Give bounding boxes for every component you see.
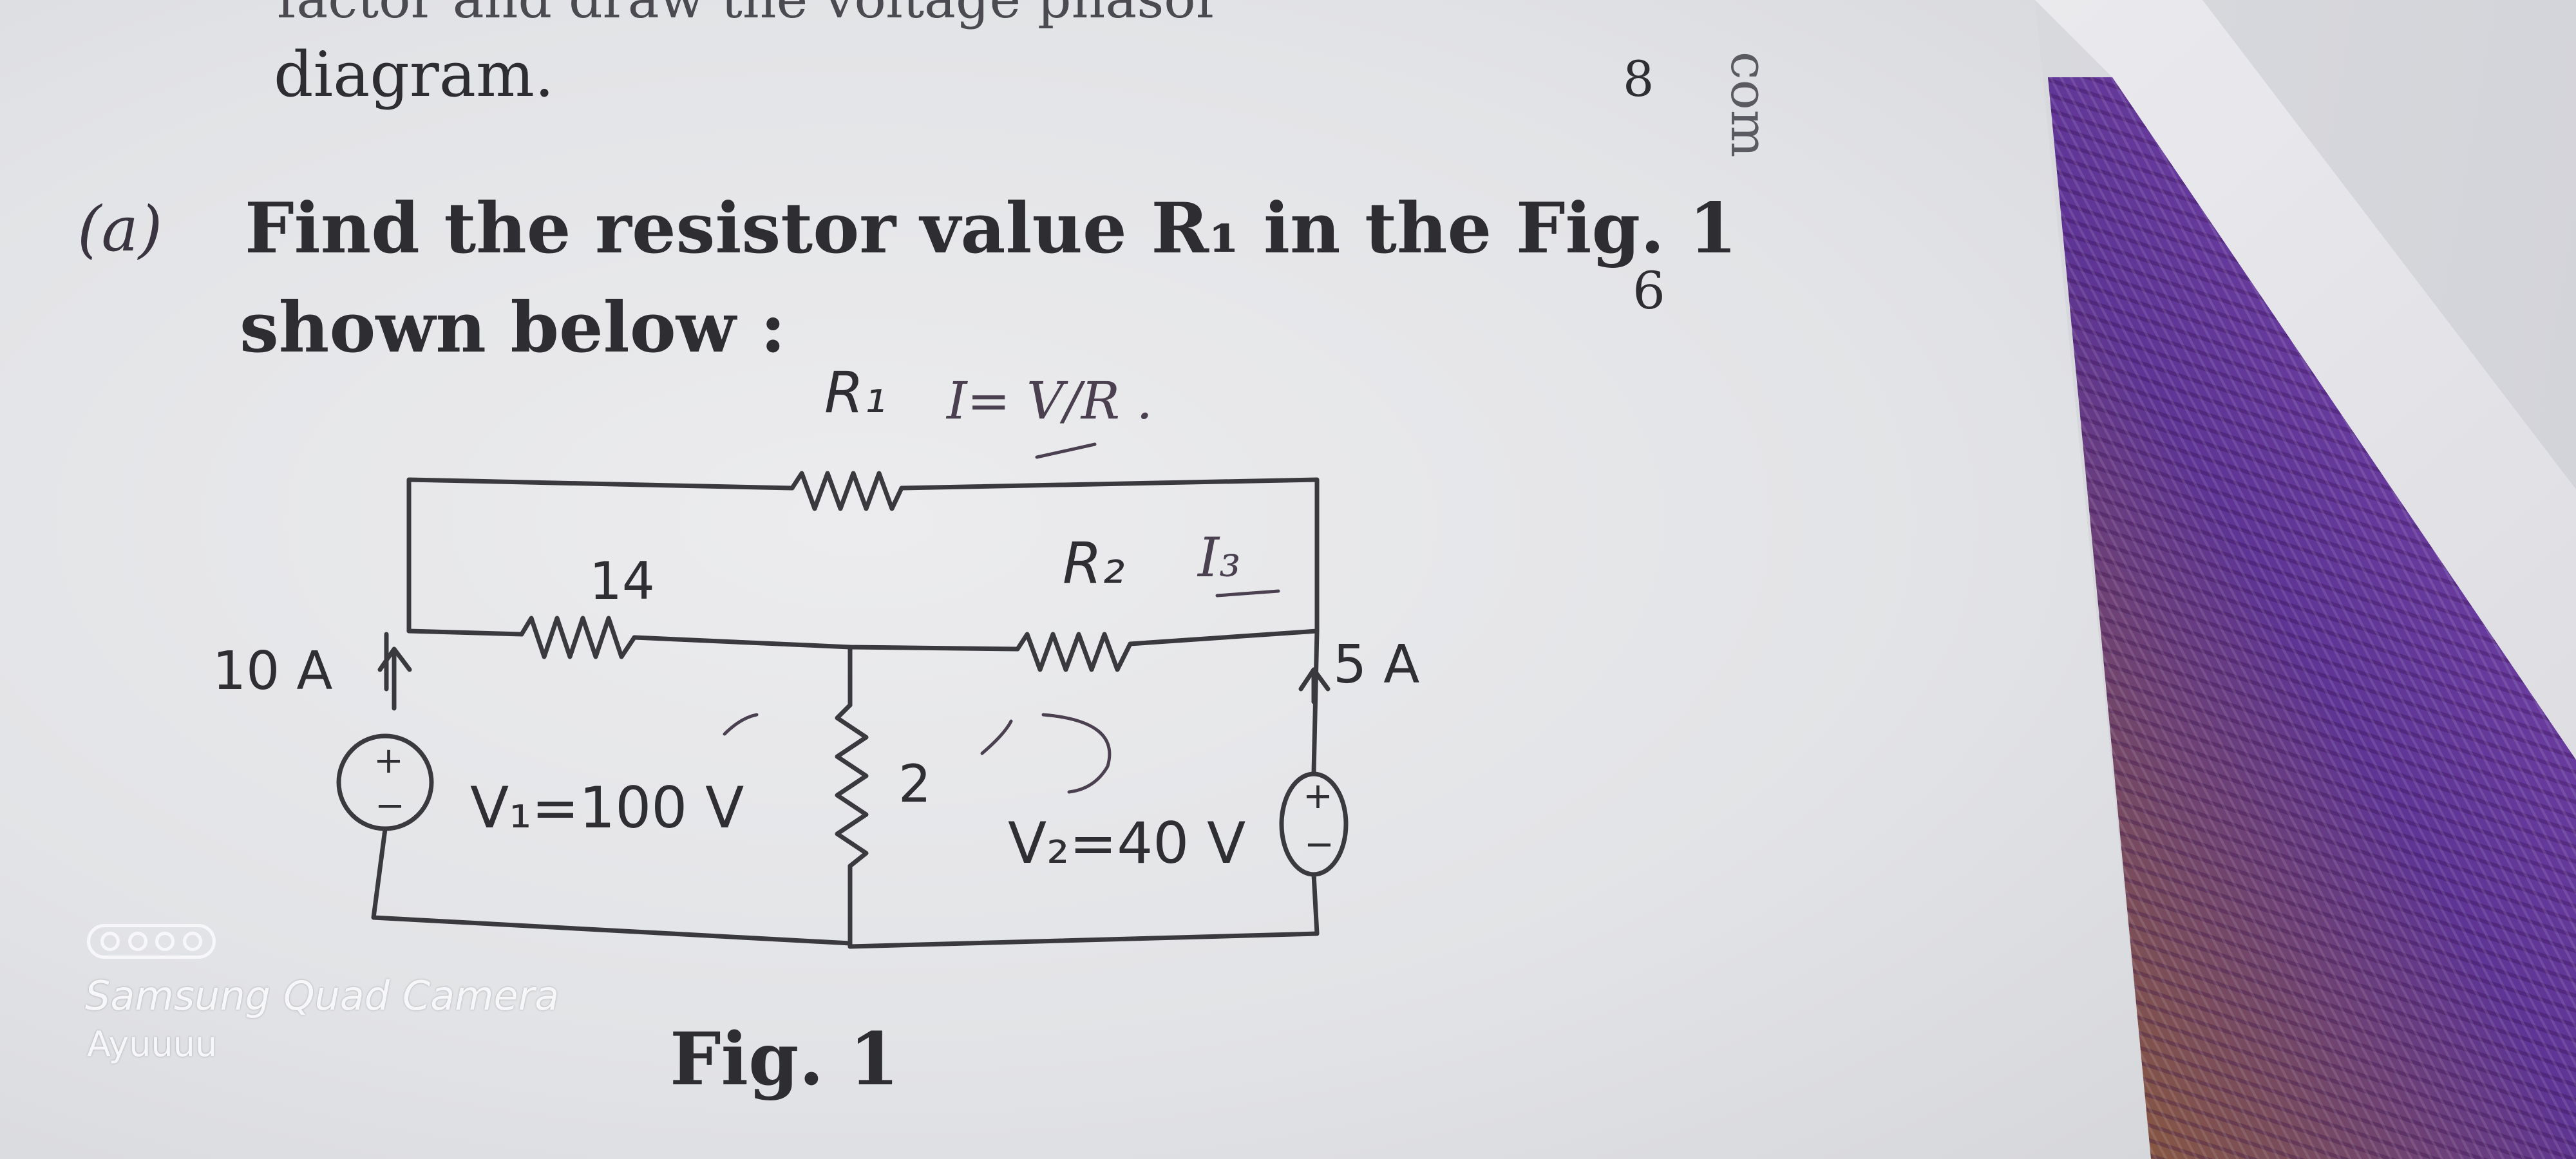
- camera-lens-icon: [87, 924, 216, 959]
- hand-scribble-2: [980, 713, 1112, 794]
- hand-scribble-1: [723, 713, 759, 736]
- resistor-r2: [1015, 632, 1133, 672]
- arrow-10a: [377, 646, 412, 711]
- label-v1: V₁=100 V: [470, 775, 744, 841]
- question-marker: (a): [77, 193, 163, 265]
- resistor-2ohm: [835, 702, 869, 869]
- question-line-2: shown below :: [240, 287, 786, 368]
- v1-minus: −: [375, 785, 405, 827]
- resistor-r1: [790, 471, 904, 511]
- label-14: 14: [589, 551, 655, 611]
- paper-sheet: [0, 0, 2151, 1159]
- hand-underline-i3: [1215, 589, 1280, 598]
- wire-right-lower: [848, 872, 1320, 949]
- wire-middle-left: [406, 628, 524, 637]
- hand-ohm-law: I= V/R .: [945, 371, 1153, 431]
- label-v2: V₂=40 V: [1008, 810, 1245, 876]
- v1-plus: +: [374, 740, 404, 782]
- cut-off-top-line: factor and draw the voltage phasor: [277, 0, 1221, 30]
- wire-top-right: [899, 477, 1320, 634]
- wire-left-lower: [371, 827, 853, 946]
- label-10a: 10 A: [213, 641, 333, 702]
- hand-underline-ohm: [1035, 442, 1097, 459]
- wire-middle: [632, 635, 1020, 652]
- hand-i3: I₃: [1197, 526, 1241, 589]
- arrow-5a: [1298, 667, 1331, 704]
- watermark-camera: Samsung Quad Camera: [85, 972, 560, 1019]
- watermark-user: Ayuuuu: [87, 1024, 218, 1064]
- question-line-1: Find the resistor value R₁ in the Fig. 1: [245, 188, 1738, 269]
- marks-value: 6: [1633, 261, 1665, 321]
- previous-question-end: diagram.: [274, 39, 554, 111]
- v2-plus: +: [1303, 775, 1333, 817]
- wire-middle-right: [1128, 628, 1320, 646]
- marks-previous: 8: [1623, 50, 1654, 108]
- resistor-14: [519, 616, 637, 659]
- figure-caption: Fig. 1: [670, 1017, 900, 1102]
- label-r2: R₂: [1063, 530, 1124, 596]
- label-2ohm: 2: [898, 754, 931, 814]
- label-r1: R₁: [824, 359, 886, 426]
- v2-minus: −: [1304, 824, 1334, 865]
- label-5a: 5 A: [1333, 634, 1419, 695]
- wire-top: [406, 477, 795, 634]
